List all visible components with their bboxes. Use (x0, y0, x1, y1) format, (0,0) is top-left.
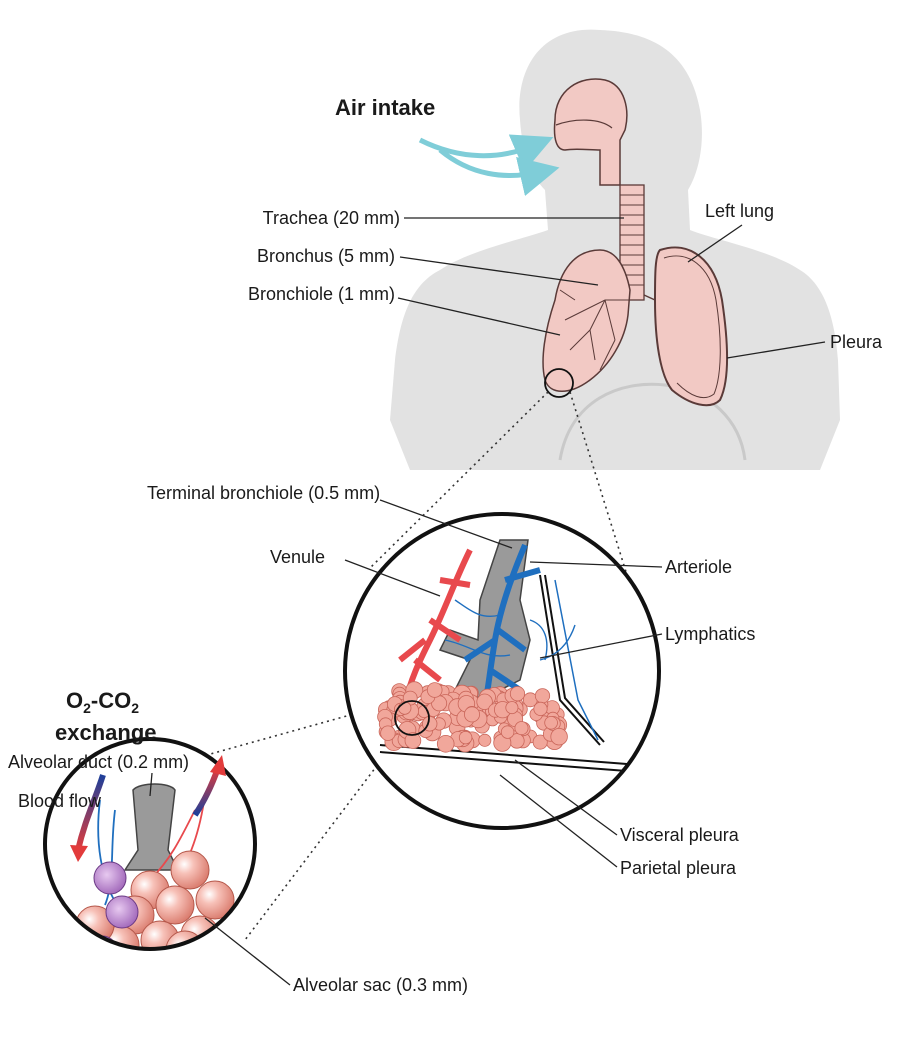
alveolus (464, 707, 479, 722)
title-air-intake: Air intake (335, 95, 435, 120)
label-alveolar-duct: Alveolar duct (0.2 mm) (8, 752, 189, 772)
alveolus (501, 726, 514, 739)
air-intake-arrows (420, 140, 540, 176)
terminal-bronchiole-magnified (345, 514, 659, 828)
alveolus (381, 726, 396, 741)
label-alveolar-sac: Alveolar sac (0.3 mm) (293, 975, 468, 995)
alveolus-sphere (156, 886, 194, 924)
alveolus (506, 702, 518, 714)
alveolus (534, 702, 547, 715)
label-visceral-pleura: Visceral pleura (620, 825, 740, 845)
alveolus (510, 687, 524, 701)
label-blood-flow: Blood flow (18, 791, 102, 811)
alveolus-sphere (171, 851, 209, 889)
label-bronchiole: Bronchiole (1 mm) (248, 284, 395, 304)
label-pleura: Pleura (830, 332, 883, 352)
alveolus (437, 735, 454, 752)
label-parietal-pleura: Parietal pleura (620, 858, 737, 878)
label-trachea: Trachea (20 mm) (263, 208, 400, 228)
alveolus (545, 716, 558, 729)
alveolus (515, 722, 528, 735)
alveolus (551, 728, 568, 745)
label-terminal-bronchiole: Terminal bronchiole (0.5 mm) (147, 483, 380, 503)
alveolus (427, 683, 442, 698)
alveolus (535, 689, 549, 703)
title-exchange: exchange (55, 720, 157, 745)
label-venule: Venule (270, 547, 325, 567)
capillary-alveolus (106, 896, 138, 928)
capillary-alveolus (94, 862, 126, 894)
label-left-lung: Left lung (705, 201, 774, 221)
label-lymphatics: Lymphatics (665, 624, 755, 644)
label-bronchus: Bronchus (5 mm) (257, 246, 395, 266)
title-o2-co2: O2-CO2 (66, 688, 139, 716)
alveolus (459, 731, 472, 744)
alveolus (479, 734, 491, 746)
label-arteriole: Arteriole (665, 557, 732, 577)
